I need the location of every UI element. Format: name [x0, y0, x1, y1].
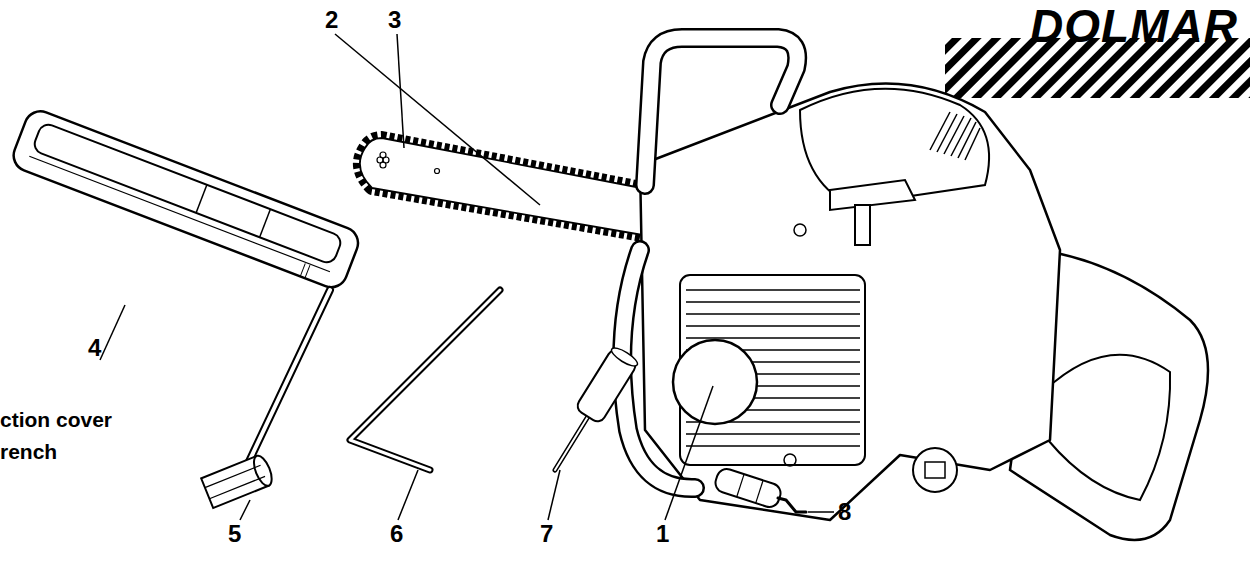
front-handle: [622, 38, 797, 488]
callout-number: 8: [838, 498, 851, 526]
spark-plug-wrench: [201, 290, 330, 508]
part-name: rench: [0, 440, 57, 464]
file-tool: [713, 466, 806, 512]
callout-number: 5: [228, 520, 241, 548]
callout-number: 2: [325, 6, 338, 34]
guide-bar-cover: [9, 107, 363, 292]
hex-key: [350, 290, 500, 470]
part-name: ction cover: [0, 408, 112, 432]
saw-chain-and-bar: [360, 138, 662, 238]
callout-number: 4: [88, 334, 101, 362]
starter-cover: [673, 340, 757, 424]
leader-lines: [100, 34, 834, 520]
callout-number: 1: [656, 520, 669, 548]
chainsaw-body: [640, 84, 1208, 540]
fuel-cap: [913, 448, 957, 492]
callout-number: 7: [540, 520, 553, 548]
callout-number: 3: [388, 6, 401, 34]
screwdriver: [555, 345, 640, 470]
brand-logo: DOLMAR: [1030, 0, 1238, 53]
callout-number: 6: [390, 520, 403, 548]
